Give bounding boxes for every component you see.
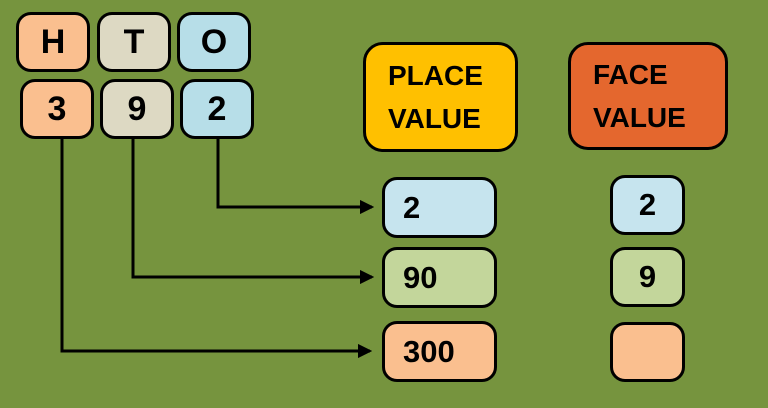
digit-hundreds: 3 [20, 79, 94, 139]
face-value-tens: 9 [610, 247, 685, 307]
arrow-tens-to-90 [131, 139, 375, 285]
face-value-header-line2: VALUE [593, 102, 686, 133]
place-value-ones: 2 [382, 177, 497, 238]
arrow-hundreds-to-300 [60, 139, 373, 359]
place-value-header-line1: PLACE [388, 59, 483, 91]
face-value-ones: 2 [610, 175, 685, 235]
digit-tens: 9 [100, 79, 174, 139]
place-value-header-line2: VALUE [388, 103, 481, 134]
place-value-hundreds: 300 [382, 321, 497, 382]
digit-ones: 2 [180, 79, 254, 139]
place-value-tens: 90 [382, 247, 497, 308]
column-label-tens: T [97, 12, 171, 72]
column-label-ones: O [177, 12, 251, 72]
place-value-header: PLACE VALUE [363, 42, 518, 152]
face-value-header-line1: FACE [593, 58, 668, 90]
column-label-hundreds: H [16, 12, 90, 72]
face-value-hundreds [610, 322, 685, 382]
arrow-ones-to-2 [216, 139, 375, 215]
face-value-header: FACE VALUE [568, 42, 728, 150]
